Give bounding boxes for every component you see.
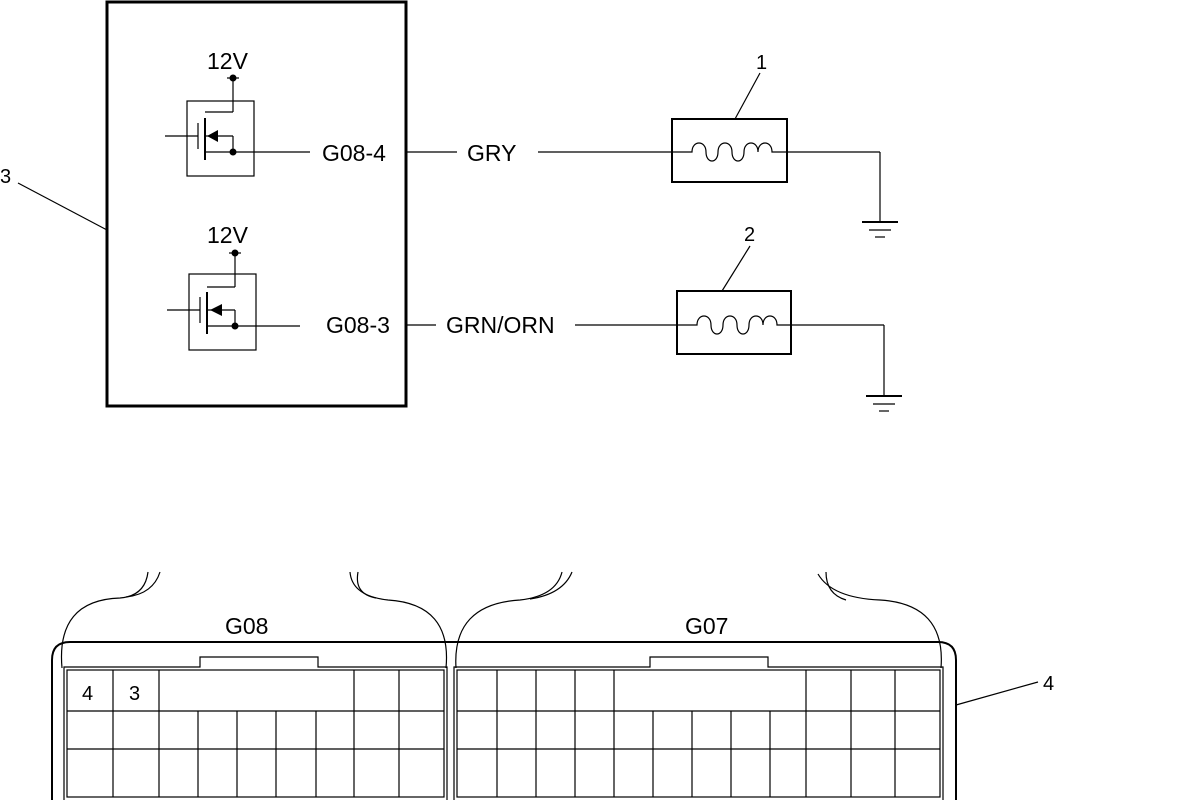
- driver-transistor-1: 12V: [165, 48, 310, 177]
- coil-2-callout-leader: [721, 245, 751, 292]
- coil-load-1: [671, 118, 898, 238]
- ecu-module-box: [105, 0, 408, 408]
- coil-2-callout-number: 2: [744, 224, 755, 246]
- coil-load-2: [676, 290, 902, 412]
- wire-color-gry: GRY: [467, 140, 516, 166]
- connector-callout-leader: [955, 681, 1039, 706]
- connector-callout-number: 4: [1043, 673, 1054, 695]
- coil-1-callout-leader: [734, 72, 761, 120]
- connector-label-g07: G07: [685, 613, 728, 639]
- cavity-label-4: 4: [82, 683, 93, 705]
- driver-transistor-2: 12V: [167, 222, 300, 351]
- ecu-connector: 4 4 3 G08 G07: [51, 571, 1054, 800]
- pin-label-g08-4: G08-4: [322, 140, 386, 166]
- ecu-callout-leader: [17, 182, 108, 231]
- cavity-label-3: 3: [129, 683, 140, 705]
- wire-color-grn-orn: GRN/ORN: [446, 312, 555, 338]
- supply-label-2: 12V: [207, 222, 249, 248]
- pin-label-g08-3: G08-3: [326, 312, 390, 338]
- supply-label-1: 12V: [207, 48, 249, 74]
- connector-label-g08: G08: [225, 613, 268, 639]
- ecu-callout-number: 3: [0, 166, 11, 188]
- coil-1-callout-number: 1: [756, 52, 767, 74]
